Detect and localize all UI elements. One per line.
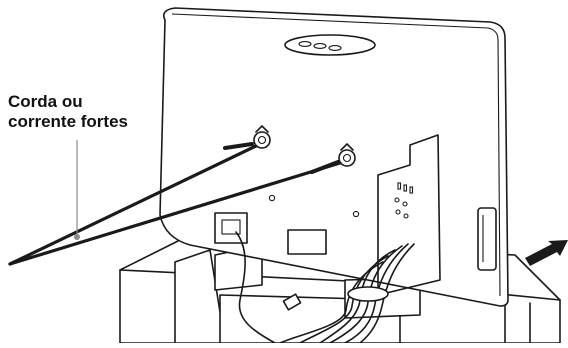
callout-label: Corda ou corrente fortes	[8, 92, 178, 132]
callout-line-1: Corda ou	[8, 92, 178, 112]
callout-line-2: corrente fortes	[8, 112, 178, 132]
arrow-icon	[525, 240, 568, 266]
callout-leader	[74, 140, 80, 240]
